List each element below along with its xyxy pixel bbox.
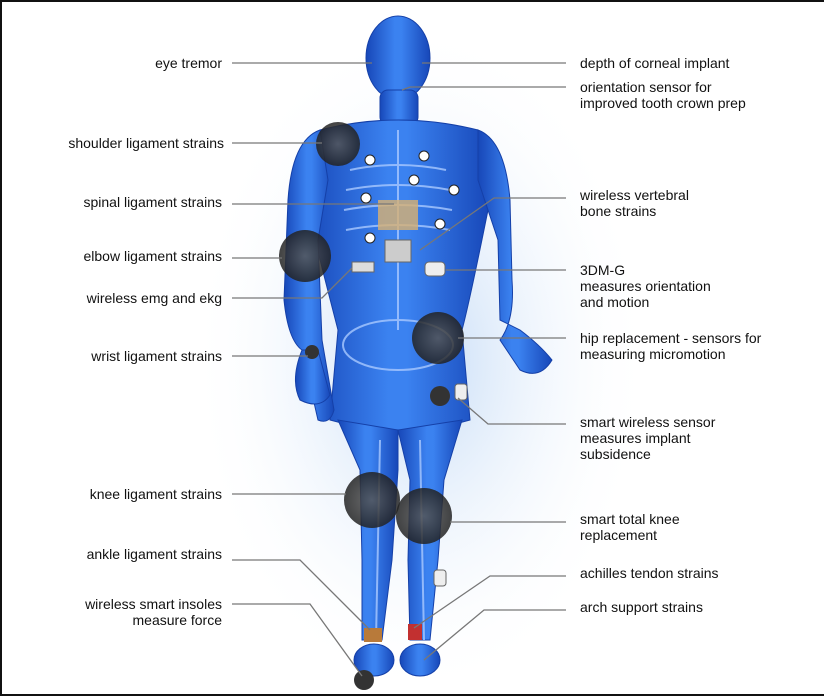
label-hip-line1: hip replacement - sensors for <box>580 330 761 346</box>
label-dmg-line2: measures orientation <box>580 278 711 294</box>
label-knee-ligament-strains: knee ligament strains <box>90 486 222 502</box>
label-dmg-line3: and motion <box>580 294 711 310</box>
label-spinal-ligament-strains: spinal ligament strains <box>83 194 222 210</box>
label-wireless-smart-insoles: wireless smart insoles measure force <box>85 596 222 628</box>
label-orientation-sensor-tooth: orientation sensor for improved tooth cr… <box>580 79 746 111</box>
label-totalknee-line1: smart total knee <box>580 511 680 527</box>
label-elbow-ligament-strains: elbow ligament strains <box>83 248 222 264</box>
label-insoles-line2: measure force <box>85 612 222 628</box>
label-subsidence-line2: measures implant <box>580 430 715 446</box>
label-eye-tremor: eye tremor <box>155 55 222 71</box>
label-hip-replacement: hip replacement - sensors for measuring … <box>580 330 761 362</box>
label-vertebral-line2: bone strains <box>580 203 689 219</box>
label-smart-wireless-sensor: smart wireless sensor measures implant s… <box>580 414 715 462</box>
label-vertebral-line1: wireless vertebral <box>580 187 689 203</box>
label-wireless-vertebral: wireless vertebral bone strains <box>580 187 689 219</box>
label-depth-of-corneal-implant: depth of corneal implant <box>580 55 729 71</box>
label-shoulder-ligament-strains: shoulder ligament strains <box>68 135 224 151</box>
label-tooth-line2: improved tooth crown prep <box>580 95 746 111</box>
label-dmg-line1: 3DM-G <box>580 262 711 278</box>
label-hip-line2: measuring micromotion <box>580 346 761 362</box>
label-achilles-tendon-strains: achilles tendon strains <box>580 565 719 581</box>
label-wireless-emg-ekg: wireless emg and ekg <box>87 290 222 306</box>
label-wrist-ligament-strains: wrist ligament strains <box>91 348 222 364</box>
label-3dm-g: 3DM-G measures orientation and motion <box>580 262 711 310</box>
label-subsidence-line1: smart wireless sensor <box>580 414 715 430</box>
label-ankle-ligament-strains: ankle ligament strains <box>87 546 222 562</box>
label-smart-total-knee: smart total knee replacement <box>580 511 680 543</box>
label-arch-support-strains: arch support strains <box>580 599 703 615</box>
label-subsidence-line3: subsidence <box>580 446 715 462</box>
label-tooth-line1: orientation sensor for <box>580 79 746 95</box>
label-insoles-line1: wireless smart insoles <box>85 596 222 612</box>
label-totalknee-line2: replacement <box>580 527 680 543</box>
